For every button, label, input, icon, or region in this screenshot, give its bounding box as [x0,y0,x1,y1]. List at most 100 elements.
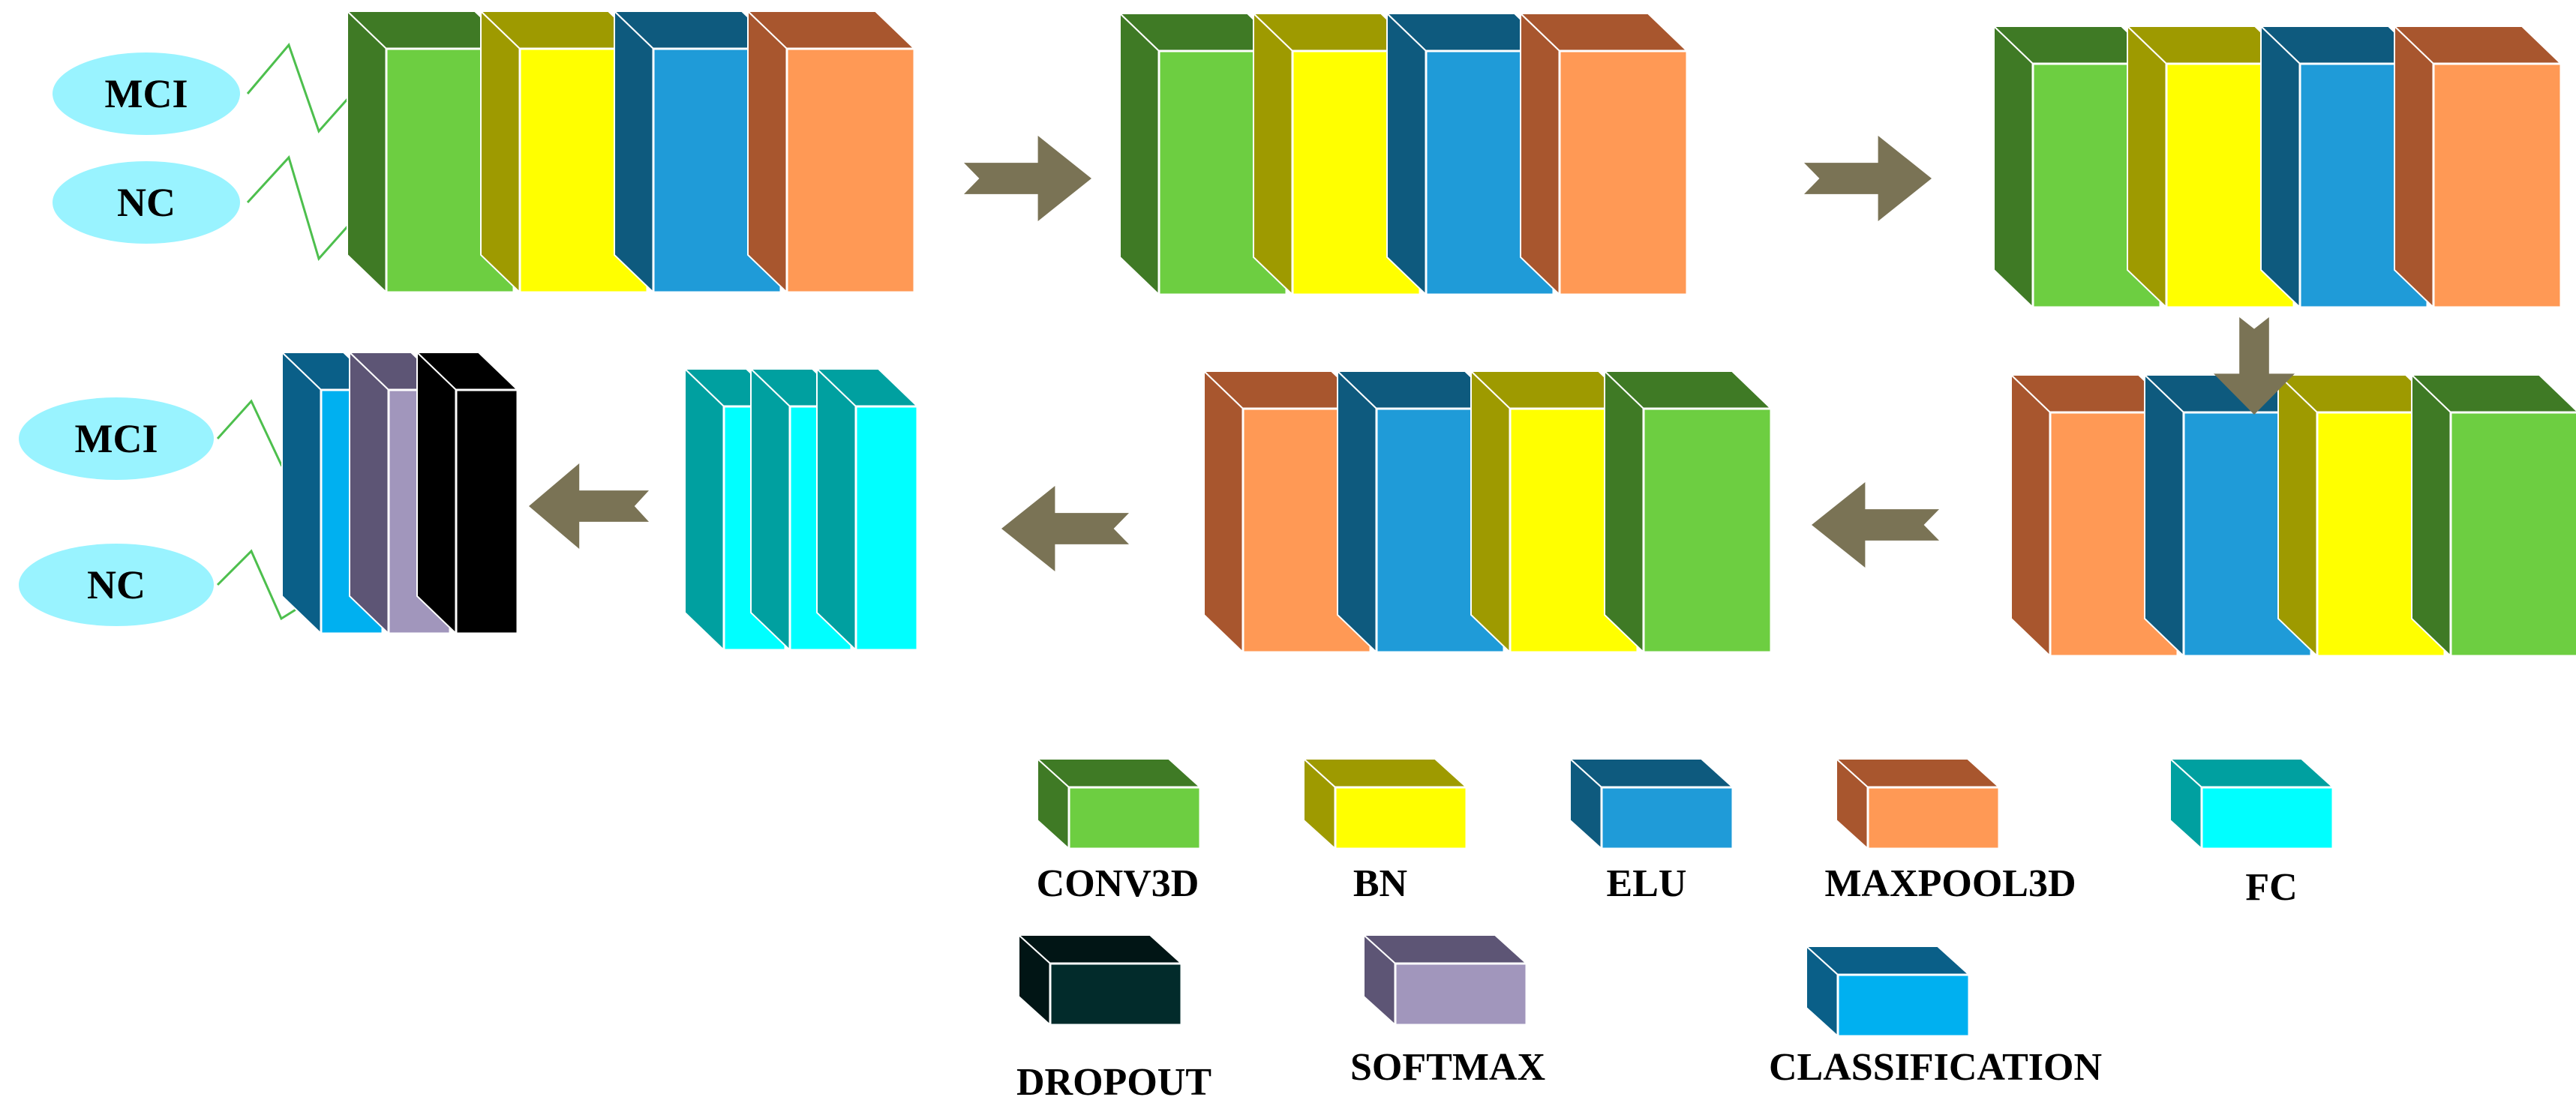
arrow-fc-to-classification [529,463,649,549]
legend-item-elu: ELU [1568,757,1735,905]
conv-block-2-slab-elu-side-face [1386,11,1427,297]
conv-block-4-slab-conv3d [2409,373,2576,658]
input-ellipse [53,161,240,244]
conv-block-2-slab-maxpool3d [1518,11,1689,297]
legend-swatch-maxpool3d [1834,757,2001,851]
output-ellipse [19,544,214,626]
legend-item-fc: FC [2168,757,2335,909]
output-nc: NC [19,544,214,626]
input-mci-top: MCI [53,52,240,135]
fc-block-slab-fc-side-face [816,367,857,652]
legend-label-classification: CLASSIFICATION [1769,1046,2102,1089]
legend-label-softmax: SOFTMAX [1350,1046,1545,1089]
conv-block-2-slab-maxpool3d-front-face [1558,49,1689,296]
arrow-block5-to-fc [1001,486,1129,571]
legend-swatch-fc [2168,757,2335,851]
fc-block-slab-fc [815,367,920,652]
conv-block-4-slab-maxpool3d-side-face [2010,373,2051,658]
input-connector-mci [246,43,350,133]
arrow-block1-to-block2 [964,136,1091,221]
input-connector-nc [246,155,350,262]
classification-block [280,350,520,636]
legend-swatch-elu [1568,757,1735,851]
conv-block-4-slab-conv3d-side-face [2411,373,2451,658]
conv-block-1-slab-maxpool3d-front-face [785,47,916,294]
legend-label-fc: FC [2245,866,2297,909]
conv-block-5-slab-conv3d-front-face [1642,407,1773,654]
conv-block-5-slab-conv3d [1602,369,1773,655]
arrow-block4-to-block5 [1812,482,1939,568]
conv-block-2-slab-bn-side-face [1253,11,1293,297]
legend-label-dropout: DROPOUT [1016,1061,1211,1104]
input-nc-top: NC [53,161,240,244]
legend-label-bn: BN [1353,862,1407,905]
legend-swatch-conv3d-front-face [1067,786,1202,850]
fc-block-slab-fc-side-face [684,367,725,652]
arrow-block3-to-block4 [2214,317,2295,415]
conv-block-5-slab-maxpool3d-side-face [1203,369,1244,655]
legend-swatch-fc-front-face [2200,786,2334,850]
conv-block-3-slab-maxpool3d-side-face [2394,24,2434,310]
legend-item-classification: CLASSIFICATION [1769,944,2102,1089]
conv-block-3-slab-bn-side-face [2127,24,2167,310]
conv-block-4-slab-bn [2276,373,2447,658]
conv-block-5-slab-elu-side-face [1337,369,1377,655]
legend-item-bn: BN [1302,757,1469,905]
legend-swatch-classification-front-face [1836,973,1971,1038]
conv-block-1 [345,9,917,295]
fc-block-slab-fc-side-face [750,367,791,652]
conv-block-3 [1992,24,2563,310]
conv-block-2-slab-maxpool3d-side-face [1520,11,1560,297]
conv-block-2-slab-elu [1385,11,1556,297]
conv-block-3-slab-elu-side-face [2260,24,2301,310]
conv-block-4-slab-elu-side-face [2144,373,2184,658]
dropout-slab-side-face [416,350,457,636]
conv-block-5-slab-bn-side-face [1470,369,1511,655]
legend-label-maxpool3d: MAXPOOL3D [1824,862,2076,905]
legend-item-dropout: DROPOUT [1016,933,1211,1104]
legend-swatch-bn-front-face [1334,786,1468,850]
input-ellipse [53,52,240,135]
legend-label-elu: ELU [1607,862,1687,905]
arrow-block2-to-block3 [1804,136,1932,221]
legend-swatch-conv3d [1035,757,1202,851]
conv-block-1-slab-maxpool3d [746,9,917,295]
legend-swatch-maxpool3d-front-face [1866,786,2001,850]
conv-block-2-slab-conv3d-side-face [1119,11,1160,297]
output-label-mci: MCI [75,416,158,461]
conv-block-3-slab-maxpool3d-front-face [2432,62,2562,309]
legend-swatch-softmax-front-face [1394,962,1528,1027]
legend-item-maxpool3d: MAXPOOL3D [1824,757,2076,905]
legend-swatch-dropout-front-face [1049,962,1183,1027]
softmax-slab-side-face [349,350,389,636]
legend-swatch-classification [1804,944,1971,1039]
fc-block-slab-fc-front-face [854,405,919,652]
legend-swatch-bn [1302,757,1469,851]
legend-label-conv3d: CONV3D [1037,862,1199,905]
conv-block-3-slab-maxpool3d [2392,24,2563,310]
input-label-nc: NC [117,180,176,225]
fc-block [683,367,920,652]
legend-item-conv3d: CONV3D [1035,757,1202,905]
conv-block-4-slab-conv3d-front-face [2449,411,2576,658]
conv-block-1-slab-elu-side-face [614,9,654,295]
output-ellipse [19,397,214,480]
conv-block-3-slab-conv3d-side-face [1993,24,2034,310]
legend-swatch-elu-front-face [1600,786,1734,850]
conv-block-5-slab-conv3d-side-face [1604,369,1644,655]
flow-arrows [529,136,2295,571]
conv-block-4-slab-bn-side-face [2277,373,2318,658]
output-label-nc: NC [87,562,146,607]
conv-block-2 [1118,11,1689,297]
dropout-slab-front-face [455,388,519,635]
conv-block-1-slab-maxpool3d-side-face [747,9,788,295]
legend-swatch-softmax [1362,933,1529,1027]
conv-block-5 [1202,369,1773,655]
conv-block-4 [2009,373,2576,658]
dropout-slab [415,350,520,636]
legend: CONV3D BN ELU MAXPOOL3D FC DROPOUT SOFTMAX CLAS… [1016,757,2335,1104]
classification-slab-side-face [281,350,322,636]
output-mci: MCI [19,397,214,480]
conv-block-1-slab-conv3d-side-face [347,9,387,295]
